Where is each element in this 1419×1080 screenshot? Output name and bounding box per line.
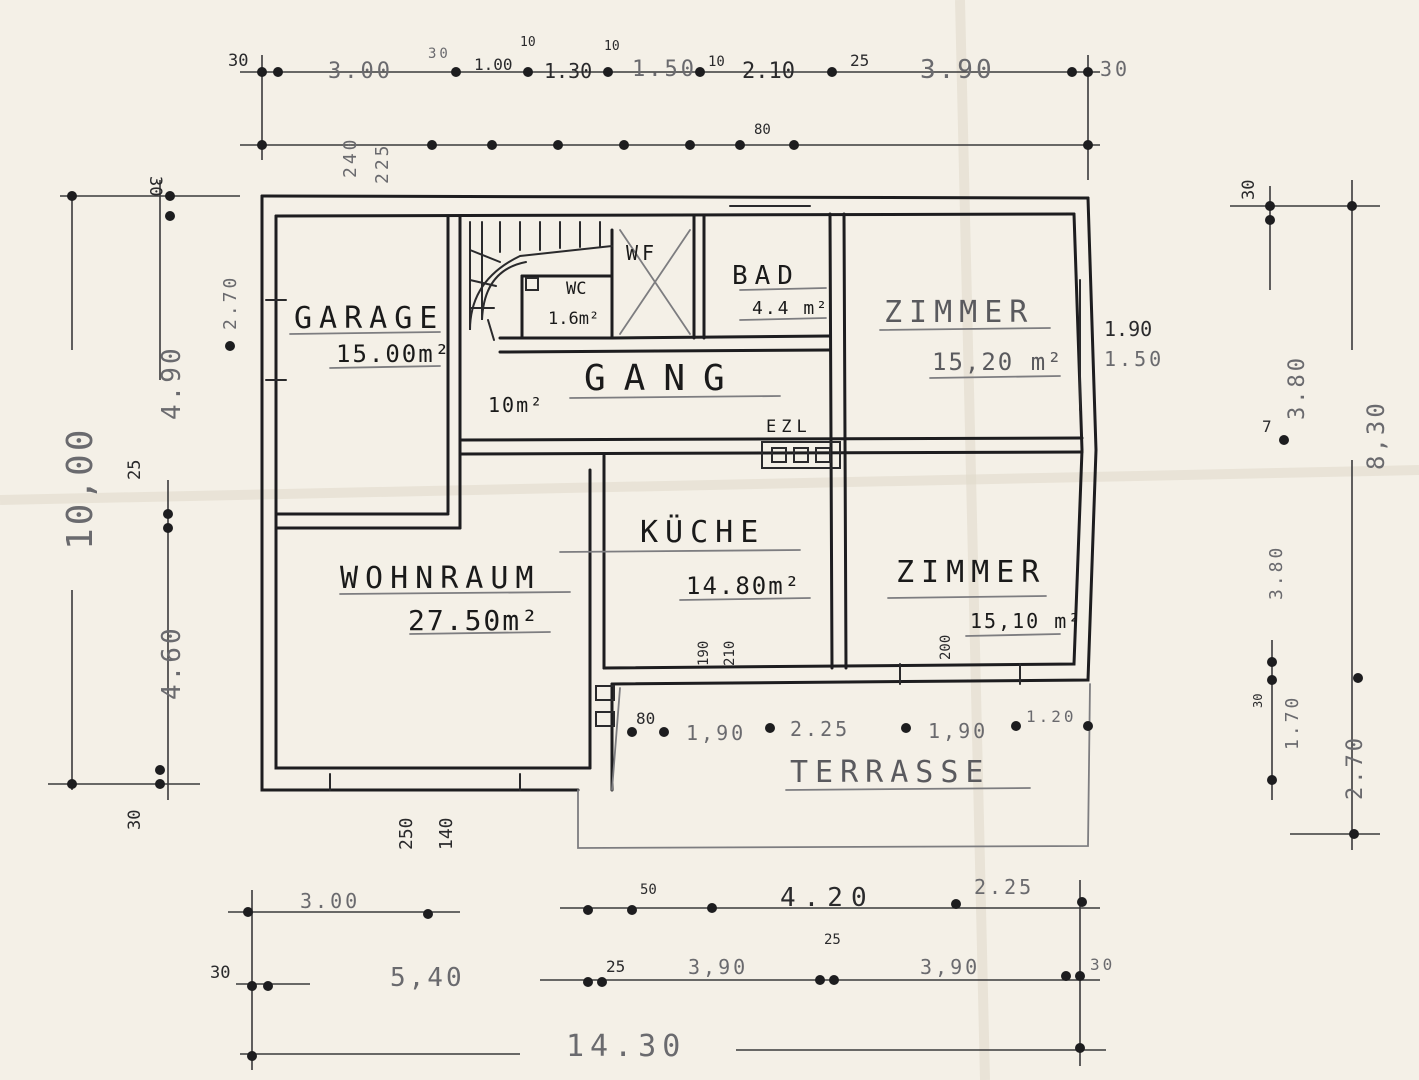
dim-top-0: 30 — [228, 51, 248, 71]
room-label-terrasse: TERRASSE — [790, 755, 991, 790]
dim-bot1-1: 50 — [640, 882, 657, 898]
dim-top-5: 1.30 — [544, 59, 592, 83]
dim-int-8: 250 — [396, 817, 417, 850]
dim-left-3: 10,00 — [60, 427, 101, 550]
room-label-ezl: EZL — [766, 417, 812, 437]
chimney-block — [761, 441, 841, 469]
room-area-wohnraum: 27.50m² — [408, 604, 540, 637]
room-area-zimmer-top: 15,20 m² — [932, 348, 1064, 376]
dim-top-v0: 240 — [340, 136, 361, 178]
room-label-kueche: KÜCHE — [640, 514, 765, 550]
dim-bot2-4: 25 — [824, 932, 841, 948]
dim-top-v1: 225 — [372, 142, 393, 184]
dim-right-3: 1.90 — [1104, 317, 1152, 341]
dim-top-4: 10 — [520, 35, 536, 50]
room-label-wohnraum: WOHNRAUM — [340, 561, 541, 596]
interior-walls — [274, 212, 1084, 670]
dim-left-5: 4.60 — [157, 625, 187, 700]
dim-int-5: 2.25 — [790, 717, 850, 741]
dim-left-0: 30 — [145, 176, 165, 196]
dim-int-4: 1,90 — [686, 721, 746, 745]
room-label-gang: GANG — [584, 358, 743, 399]
dims-bottom: 3.00 50 4.20 2.25 30 5,40 25 3,90 25 3,9… — [210, 875, 1115, 1064]
room-area-zimmer-bottom: 15,10 m² — [970, 609, 1082, 633]
dim-right-1: 3.80 — [1285, 355, 1310, 420]
room-area-bad: 4.4 m² — [752, 298, 829, 319]
paper-fold — [955, 0, 990, 1080]
room-label-zimmer-bottom: ZIMMER — [896, 555, 1046, 590]
room-label-bad: BAD — [732, 261, 800, 291]
dim-int-7: 1.20 — [1026, 707, 1077, 726]
dim-bot2-5: 3,90 — [920, 955, 980, 979]
dim-int-6: 1,90 — [928, 719, 988, 743]
dim-bot2-2: 25 — [606, 957, 625, 976]
dim-int-0: 190 — [696, 641, 712, 666]
dim-right-9: 2.70 — [1343, 735, 1368, 800]
room-label-garage: GARAGE — [294, 301, 444, 336]
window-marks — [265, 205, 1081, 791]
dim-right-8: 30 — [1251, 694, 1265, 708]
room-area-kueche: 14.80m² — [686, 572, 801, 600]
dim-bot1-0: 3.00 — [300, 889, 360, 913]
dim-right-4: 1.50 — [1104, 347, 1164, 371]
terrace-outline — [577, 683, 1091, 849]
label-underlines — [289, 287, 1061, 791]
dim-right-2: 8,30 — [1362, 400, 1390, 470]
dimension-lines-left — [48, 180, 240, 800]
wf-cross — [619, 229, 691, 335]
room-label-wf: WF — [626, 241, 658, 265]
dim-top-11: 3.90 — [920, 55, 995, 85]
dim-bot2-1: 5,40 — [390, 963, 465, 993]
dim-right-5: 7 — [1262, 417, 1272, 436]
room-area-wc: 1.6m² — [548, 309, 599, 329]
dims-left: 30 2.70 4.90 10,00 25 4.60 30 — [60, 176, 241, 830]
dims-interior: 190 210 200 80 1,90 2.25 1,90 1.20 250 1… — [396, 635, 1077, 850]
dim-bot1-2: 4.20 — [780, 883, 875, 913]
dim-left-4: 25 — [125, 460, 145, 480]
dim-top-7: 1.50 — [632, 57, 697, 82]
dim-bot2-3: 3,90 — [688, 955, 748, 979]
room-area-garage: 15.00m² — [336, 340, 451, 368]
dim-bot2-6: 30 — [1090, 955, 1115, 974]
dim-top-9: 2.10 — [742, 59, 795, 84]
dim-right-0: 30 — [1239, 180, 1259, 200]
dim-top-6: 10 — [604, 39, 620, 54]
dims-top: 30 3.00 30 1.00 10 1.30 10 1.50 10 2.10 … — [228, 35, 1130, 184]
dim-top-v2: 80 — [754, 122, 771, 138]
dim-int-3: 80 — [636, 709, 655, 728]
dim-left-1: 2.70 — [220, 275, 241, 330]
dim-int-2: 200 — [938, 635, 954, 660]
dim-int-9: 140 — [436, 817, 457, 850]
paper-fold — [0, 465, 1419, 505]
dim-right-6: 3.80 — [1266, 545, 1287, 600]
dim-top-2: 30 — [428, 46, 451, 62]
dim-top-12: 30 — [1100, 57, 1130, 81]
dimension-ticks — [67, 67, 1363, 1061]
dim-left-6: 30 — [125, 810, 145, 830]
dim-top-8: 10 — [708, 54, 725, 70]
dim-bot2-0: 30 — [210, 963, 230, 983]
room-label-wc: WC — [566, 279, 586, 299]
dim-right-7: 1.70 — [1282, 695, 1303, 750]
dim-bot-total: 14.30 — [566, 1029, 686, 1064]
staircase — [469, 221, 613, 341]
dims-right: 30 3.80 8,30 1.90 1.50 7 3.80 1.70 30 2.… — [1104, 180, 1390, 800]
dim-top-1: 3.00 — [328, 59, 393, 84]
dim-int-1: 210 — [722, 641, 738, 666]
dim-bot1-3: 2.25 — [974, 875, 1034, 899]
dim-top-3: 1.00 — [474, 55, 513, 74]
room-label-zimmer-top: ZIMMER — [884, 295, 1034, 330]
dim-left-2: 4.90 — [157, 345, 187, 420]
dim-top-10: 25 — [850, 51, 869, 70]
room-area-gang: 10m² — [488, 393, 544, 417]
